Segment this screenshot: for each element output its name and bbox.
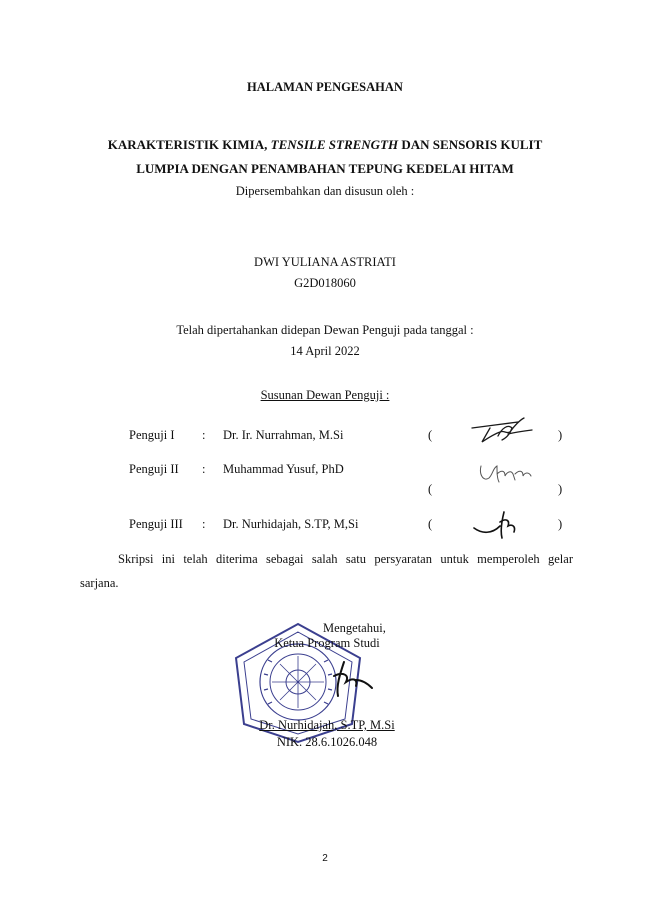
examiner-colon: : [202, 428, 206, 442]
examiner-colon: : [202, 517, 206, 531]
signature-close-paren: ) [558, 517, 563, 531]
signature-open-paren: ( [428, 428, 433, 442]
author-name: DWI YULIANA ASTRIATI [254, 255, 396, 269]
page-heading: HALAMAN PENGESAHAN [247, 80, 403, 94]
examiner-row-1: Penguji I : Dr. Ir. Nurrahman, M.Si ( ) [0, 428, 650, 448]
signature-examiner-2 [480, 465, 532, 483]
signature-close-paren: ) [558, 482, 563, 496]
examiner-name: Dr. Nurhidajah, S.TP, M,Si [223, 517, 359, 531]
signature-open-paren: ( [428, 482, 433, 496]
examiner-role: Penguji I [129, 428, 175, 442]
examiner-row-2: Penguji II : Muhammad Yusuf, PhD [0, 462, 650, 482]
approval-name: Dr. Nurhidajah, S.TP, M.Si [259, 718, 395, 732]
examiner-role: Penguji III [129, 517, 183, 531]
presented-by: Dipersembahkan dan disusun oleh : [235, 184, 415, 198]
thesis-title-part-2: DAN SENSORIS KULIT [398, 137, 543, 152]
thesis-title-line-1: KARAKTERISTIK KIMIA, TENSILE STRENGTH DA… [0, 137, 650, 153]
board-heading: Susunan Dewan Penguji : [260, 388, 390, 402]
signature-head-of-program [333, 661, 373, 697]
signature-open-paren: ( [428, 517, 433, 531]
thesis-title-line-2: LUMPIA DENGAN PENAMBAHAN TEPUNG KEDELAI … [136, 161, 514, 176]
defense-statement: Telah dipertahankan didepan Dewan Penguj… [176, 323, 474, 337]
examiner-role: Penguji II [129, 462, 179, 476]
thesis-title-part-1: KARAKTERISTIK KIMIA, [107, 137, 271, 152]
approval-nik: NIK. 28.6.1026.048 [276, 735, 378, 749]
page-number: 2 [322, 853, 328, 864]
examiner-row-3: Penguji III : Dr. Nurhidajah, S.TP, M,Si… [0, 517, 650, 537]
university-stamp [234, 622, 362, 744]
examiner-name: Dr. Ir. Nurrahman, M.Si [223, 428, 344, 442]
acceptance-line-1: Skripsi ini telah diterima sebagai salah… [118, 547, 573, 572]
acceptance-line-2: sarjana. [80, 576, 119, 590]
approval-known: Mengetahui, [323, 621, 386, 635]
thesis-title-italic: TENSILE STRENGTH [270, 137, 399, 152]
examiner-colon: : [202, 462, 206, 476]
author-nim: G2D018060 [294, 276, 356, 290]
approval-position: Ketua Program Studi [274, 636, 380, 650]
defense-date: 14 April 2022 [290, 344, 360, 358]
acceptance-text-1: Skripsi ini telah diterima sebagai salah… [118, 552, 573, 566]
signature-examiner-3 [473, 511, 516, 539]
signature-examiner-1 [471, 417, 533, 443]
signature-close-paren: ) [558, 428, 563, 442]
examiner-name: Muhammad Yusuf, PhD [223, 462, 344, 476]
examiner-row-2-signature: ( ) [0, 482, 650, 502]
